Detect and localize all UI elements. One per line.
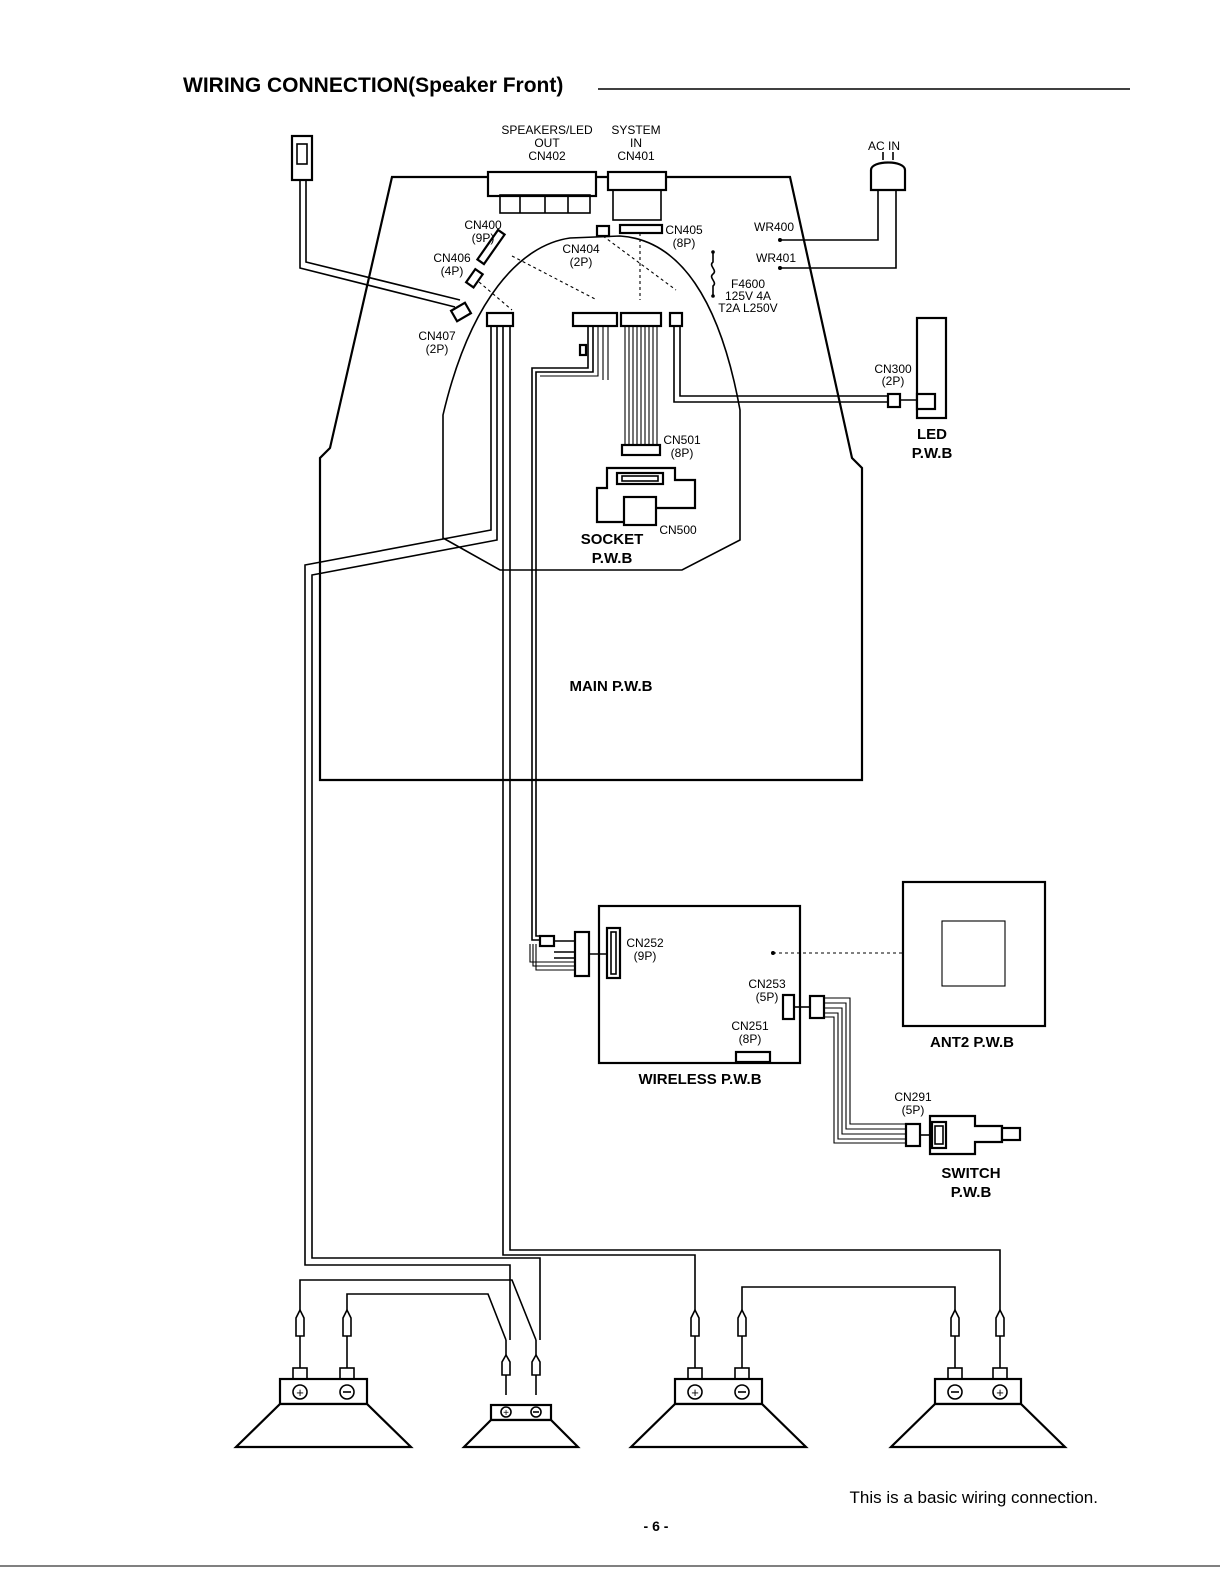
- svg-text:+: +: [503, 1408, 509, 1419]
- cn501-pins: (8P): [671, 446, 694, 460]
- footer-note: This is a basic wiring connection.: [849, 1488, 1098, 1507]
- cn300-socket: [915, 392, 937, 411]
- cn501-socket: [615, 471, 665, 486]
- speaker-3: +: [628, 1308, 809, 1449]
- cn501-label: CN501: [663, 433, 701, 447]
- cn401-connector: [606, 170, 668, 192]
- cn291-pins: (5P): [902, 1103, 925, 1117]
- f4600-label-3: T2A L250V: [718, 301, 777, 315]
- cn405-pins: (8P): [673, 236, 696, 250]
- led-pwb-label-1: LED: [917, 426, 947, 443]
- svg-text:+: +: [691, 1385, 699, 1400]
- f4600-label-1: F4600: [731, 277, 765, 291]
- cn407-pins: (2P): [426, 342, 449, 356]
- wr401-wire: [780, 190, 897, 269]
- cn406-pins: (4P): [441, 264, 464, 278]
- ac-in-label: AC IN: [868, 139, 900, 153]
- wireless-pwb-board: [597, 904, 802, 1065]
- cn251-label: CN251: [731, 1019, 769, 1033]
- page-title: WIRING CONNECTION(Speaker Front): [183, 74, 563, 97]
- cn400-label: CN400: [464, 218, 502, 232]
- cn406-connector: [464, 267, 485, 289]
- cn252-socket: [605, 926, 622, 980]
- cn300-plug: [886, 392, 902, 409]
- cn400-connector: [475, 228, 507, 266]
- cn401-body: [612, 189, 662, 221]
- cn253-cn291-bundle: [824, 997, 906, 1144]
- main-pwb-label: MAIN P.W.B: [569, 678, 652, 695]
- cn500-label: CN500: [659, 523, 697, 537]
- cn402-connector: [486, 170, 598, 198]
- cn300-label: CN300: [874, 362, 912, 376]
- cn400-plug: [571, 311, 619, 328]
- socket-pwb-label-1: SOCKET: [581, 531, 644, 548]
- speaker-1: +: [233, 1308, 414, 1449]
- system-in-label-2: IN: [630, 136, 642, 150]
- cn252-pins: (9P): [634, 949, 657, 963]
- main-pwb-inner-region: [442, 235, 741, 571]
- switch-knob: [1000, 1126, 1022, 1142]
- ant2-antenna: [941, 920, 1006, 987]
- svg-text:+: +: [996, 1385, 1004, 1400]
- system-in-label-3: CN401: [617, 149, 655, 163]
- cn407-label: CN407: [418, 329, 456, 343]
- led-pwb-label-2: P.W.B: [912, 445, 953, 462]
- switch-pwb-body: [928, 1114, 1004, 1156]
- cn405-cn501-bundle: [624, 326, 658, 445]
- wr400-wire: [780, 190, 879, 241]
- cn253-pins: (5P): [756, 990, 779, 1004]
- cn405-connector: [618, 223, 664, 235]
- cn405-plug: [619, 311, 663, 328]
- cn404-pins: (2P): [570, 255, 593, 269]
- switch-pwb-label-1: SWITCH: [941, 1165, 1000, 1182]
- ant2-pwb-label: ANT2 P.W.B: [930, 1034, 1014, 1051]
- ant2-pwb-board: [901, 880, 1047, 1028]
- cn291-plug: [904, 1122, 922, 1148]
- cn407-connector: [449, 301, 473, 323]
- jack-plug-icon: [290, 134, 314, 182]
- speakers-out-label-1: SPEAKERS/LED: [501, 123, 593, 137]
- cn300-pins: (2P): [882, 374, 905, 388]
- wr400-label: WR400: [754, 220, 794, 234]
- speakers-out-label-2: OUT: [534, 136, 560, 150]
- cn501-plug: [620, 443, 662, 457]
- cn407-lead: [299, 180, 456, 308]
- cn405-label: CN405: [665, 223, 703, 237]
- cn404-plug: [668, 311, 684, 328]
- f4600-label-2: 125V 4A: [725, 289, 771, 303]
- main-pwb-board: [318, 175, 864, 782]
- switch-pwb-label-2: P.W.B: [951, 1184, 992, 1201]
- cn251-socket: [734, 1050, 772, 1064]
- wr401-label: WR401: [756, 251, 796, 265]
- page-number: - 6 -: [644, 1518, 669, 1534]
- cn253-plug: [808, 994, 826, 1020]
- cn253-label: CN253: [748, 977, 786, 991]
- cn400-pins: (9P): [472, 231, 495, 245]
- speakers-out-label-3: CN402: [528, 149, 566, 163]
- cn404-connector: [595, 224, 611, 238]
- speaker-2: +: [461, 1340, 581, 1449]
- cn500-socket: [622, 495, 658, 527]
- socket-pwb-label-2: P.W.B: [592, 550, 633, 567]
- cn252-plug: [573, 930, 591, 978]
- cn251-pins: (8P): [739, 1032, 762, 1046]
- system-in-label-1: SYSTEM: [611, 123, 660, 137]
- plug-plus-icon: [295, 1308, 305, 1337]
- cn252-label: CN252: [626, 936, 664, 950]
- ac-plug-icon: [869, 161, 907, 192]
- wireless-pwb-label: WIRELESS P.W.B: [638, 1071, 761, 1088]
- cn291-label: CN291: [894, 1090, 932, 1104]
- cn253-socket: [781, 993, 796, 1021]
- speaker-4: +: [888, 1308, 1068, 1449]
- speaker-lead-bundle: [304, 326, 1001, 1340]
- speaker-lead-plug: [485, 311, 515, 328]
- cn404-label: CN404: [562, 242, 600, 256]
- cn406-label: CN406: [433, 251, 471, 265]
- led-lead: [673, 326, 888, 403]
- fuse-icon: [710, 252, 716, 296]
- svg-text:+: +: [296, 1385, 304, 1400]
